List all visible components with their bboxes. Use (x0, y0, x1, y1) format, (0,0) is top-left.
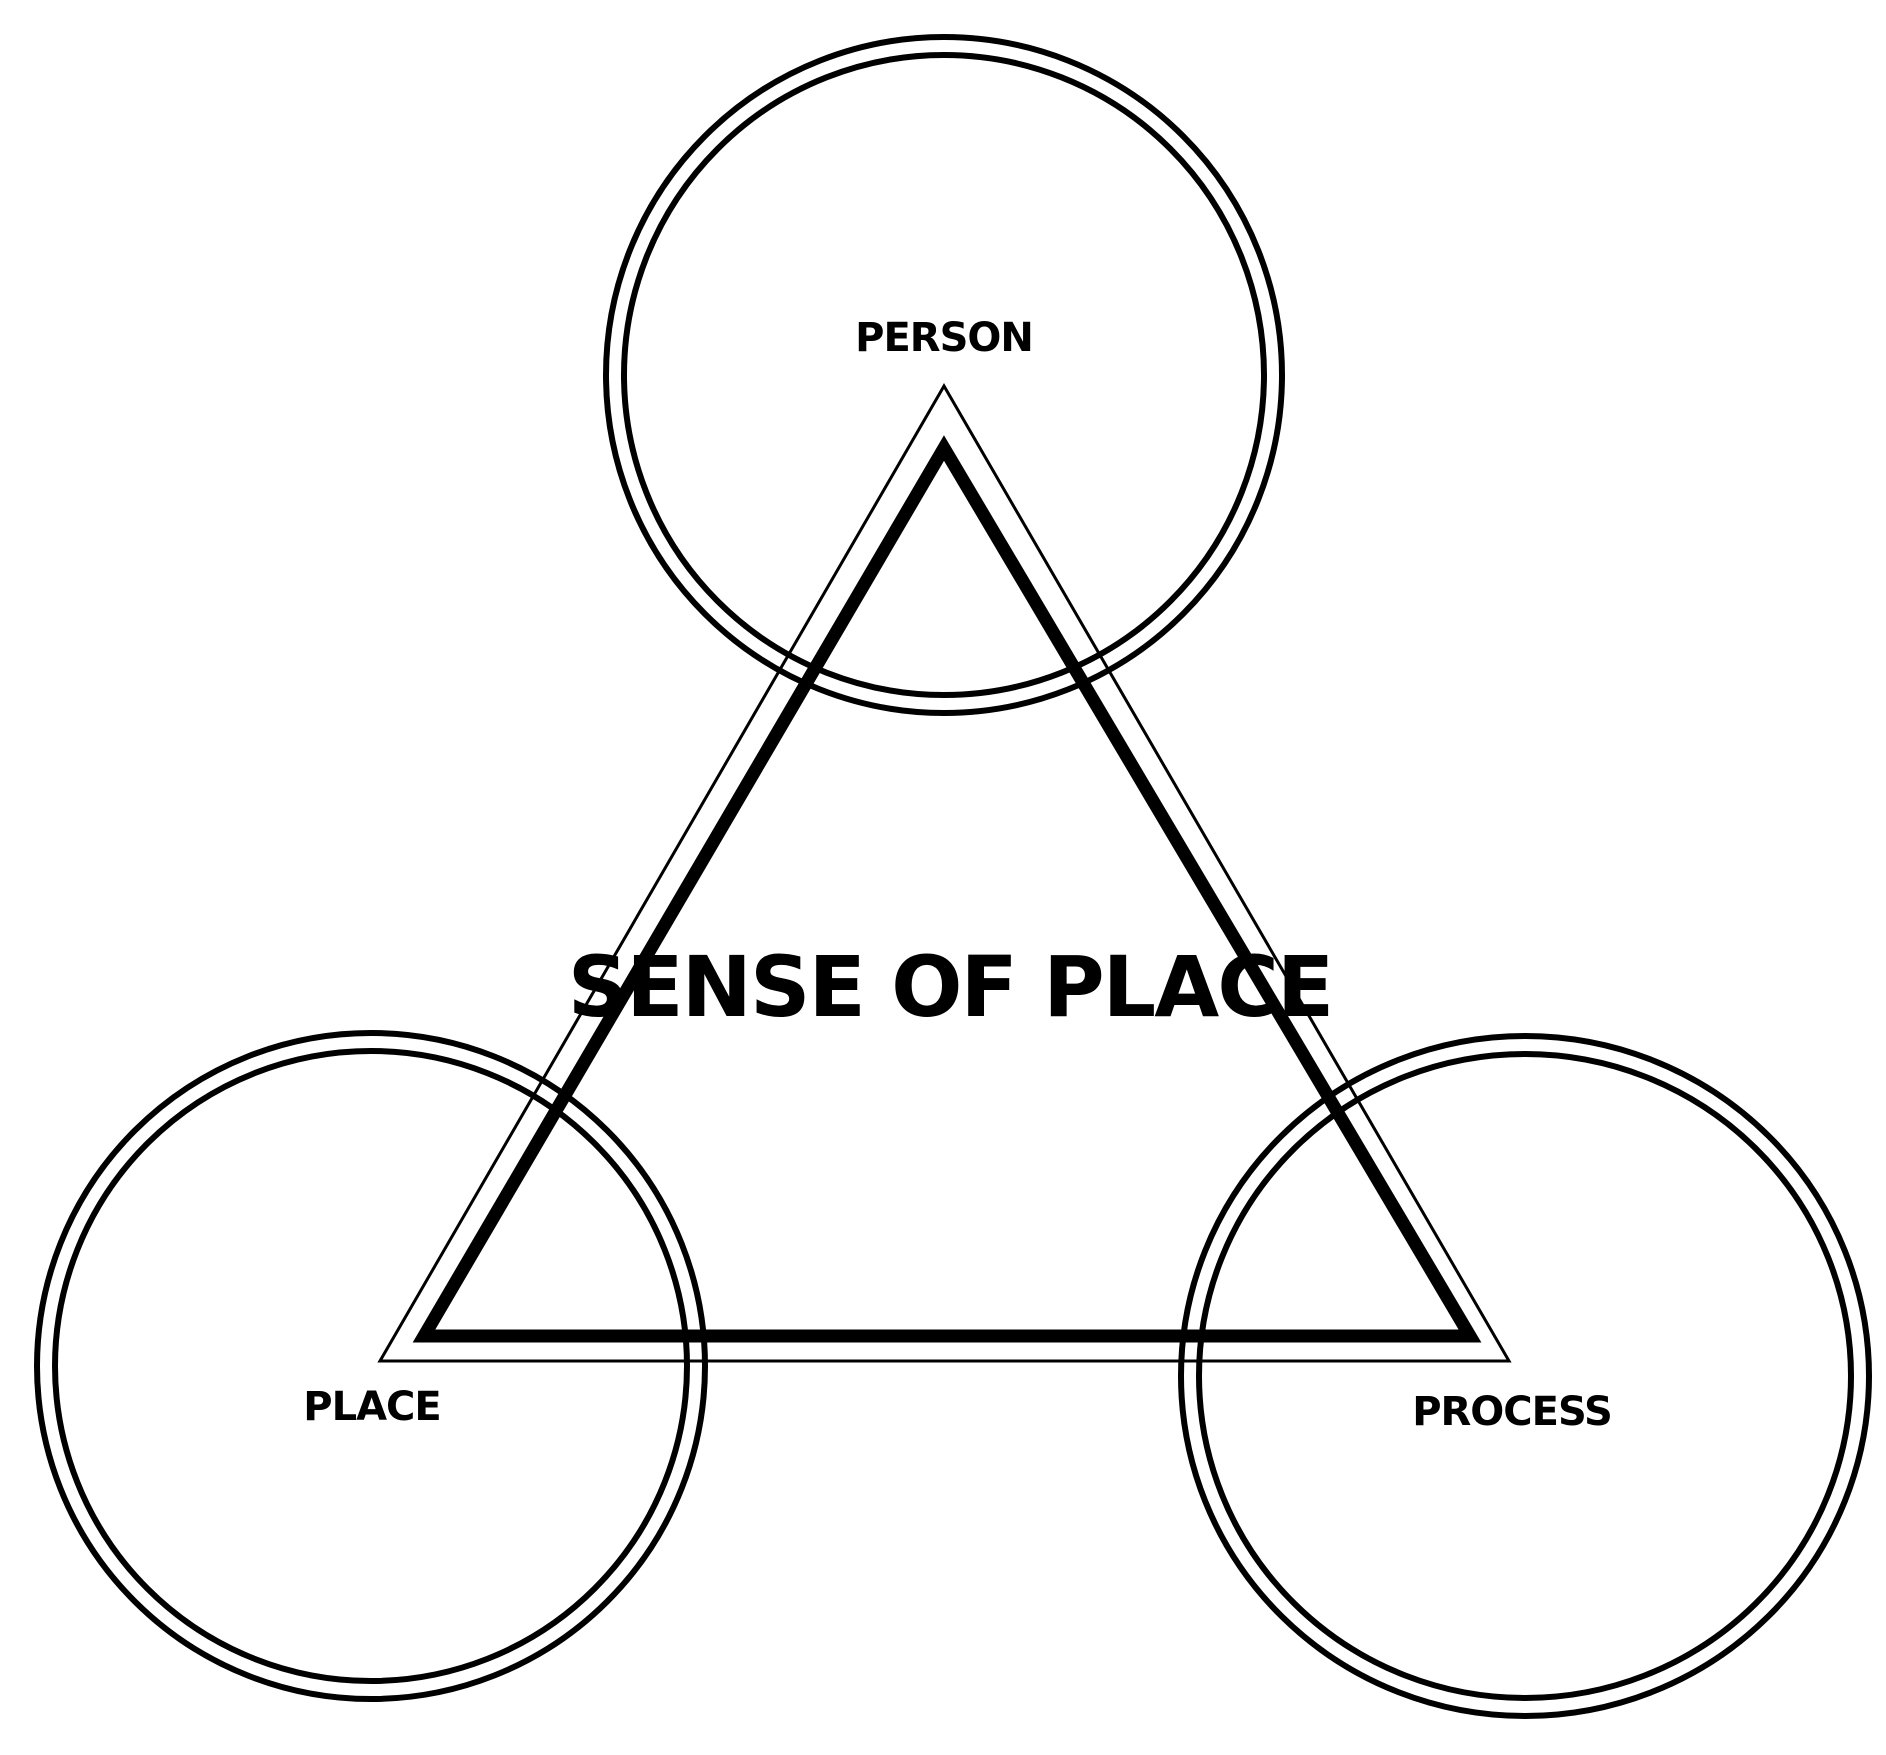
process-circle-inner (1196, 1051, 1854, 1701)
person-label: PERSON (855, 315, 1033, 361)
place-label: PLACE (303, 1384, 440, 1430)
person-circle-outer (603, 34, 1285, 716)
place-circle-outer (34, 1030, 708, 1702)
process-circle-outer (1178, 1033, 1872, 1719)
process-label: PROCESS (1412, 1389, 1612, 1435)
person-circle-inner (621, 52, 1267, 698)
triangle-inner-outline (412, 435, 1482, 1343)
place-circle (34, 1030, 708, 1702)
place-circle-inner (52, 1048, 690, 1684)
person-circle (603, 34, 1285, 716)
center-label: SENSE OF PLACE (568, 938, 1332, 1036)
process-circle (1178, 1033, 1872, 1719)
triangle-outer-outline (377, 383, 1512, 1363)
